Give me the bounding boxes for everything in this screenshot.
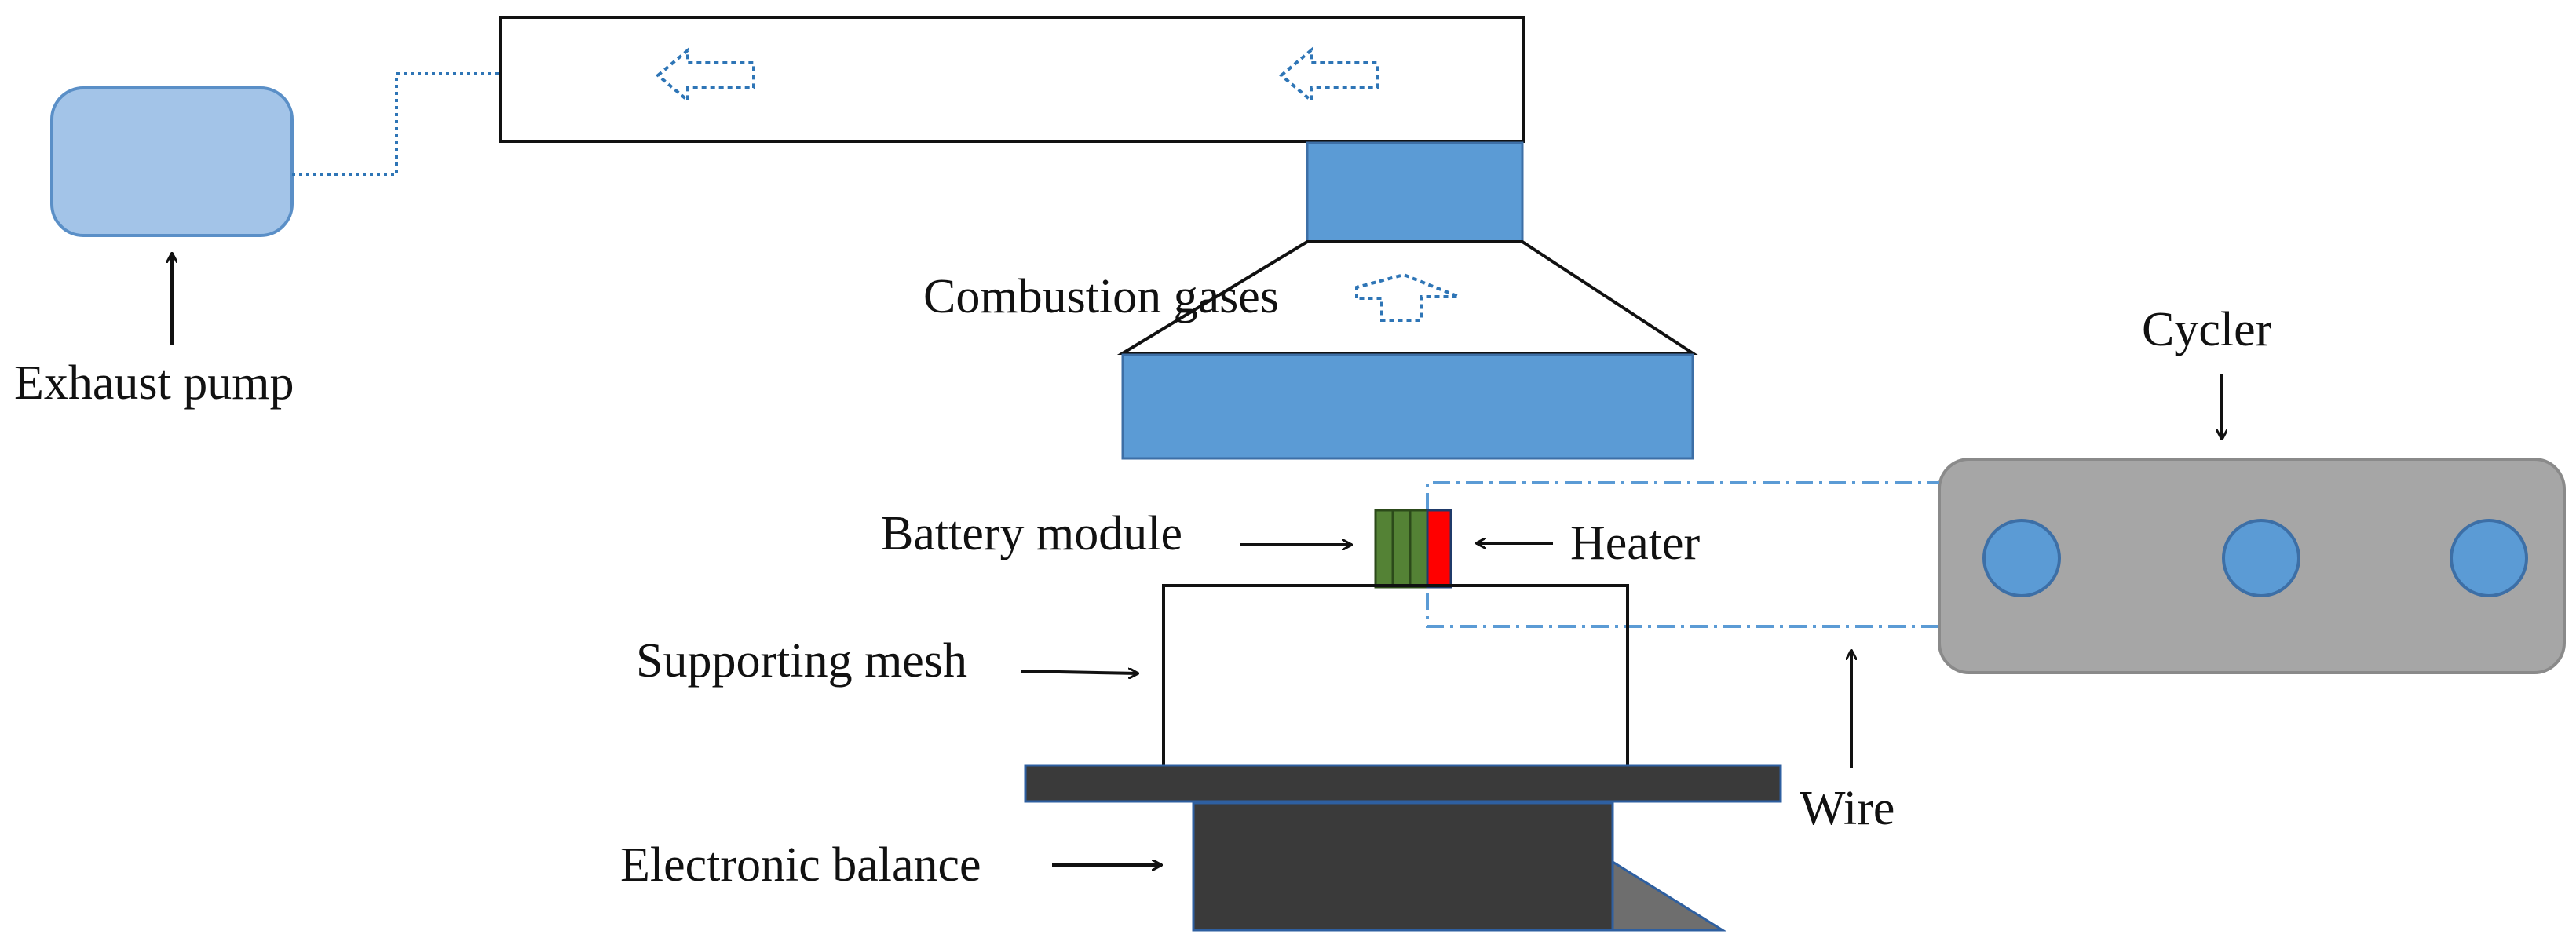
cycler-label: Cycler xyxy=(2142,303,2272,356)
pump-duct-connection xyxy=(292,72,501,176)
hood-trapezoid xyxy=(1116,240,1698,355)
wire-label: Wire xyxy=(1800,782,1895,835)
wire-top xyxy=(1426,481,1939,510)
balance-display-wedge xyxy=(1611,860,1727,932)
supporting-mesh xyxy=(1162,584,1629,765)
electronic-balance-label: Electronic balance xyxy=(620,838,981,892)
hood-neck xyxy=(1306,141,1524,243)
hood-base xyxy=(1121,353,1694,460)
combustion-gases-label: Combustion gases xyxy=(923,270,1279,323)
battery-module-label: Battery module xyxy=(881,507,1182,560)
heater xyxy=(1426,509,1452,589)
supporting-mesh-label: Supporting mesh xyxy=(636,634,967,688)
exhaust-pump-label: Exhaust pump xyxy=(14,356,294,410)
cycler-port-2 xyxy=(2222,519,2300,597)
exhaust-duct xyxy=(499,16,1525,143)
heater-label: Heater xyxy=(1570,516,1701,570)
supporting-mesh-arrow xyxy=(1020,671,1138,673)
flow-arrow-left-2-icon xyxy=(1278,46,1379,104)
balance-plate xyxy=(1024,764,1782,803)
cycler-port-3 xyxy=(2450,519,2528,597)
battery-module xyxy=(1374,509,1429,589)
balance-body xyxy=(1192,801,1614,932)
exhaust-pump xyxy=(50,86,294,237)
wire-bottom xyxy=(1426,593,1939,628)
cycler-port-1 xyxy=(1982,519,2061,597)
flow-arrow-up-icon xyxy=(1355,272,1460,322)
flow-arrow-left-1-icon xyxy=(655,46,755,104)
